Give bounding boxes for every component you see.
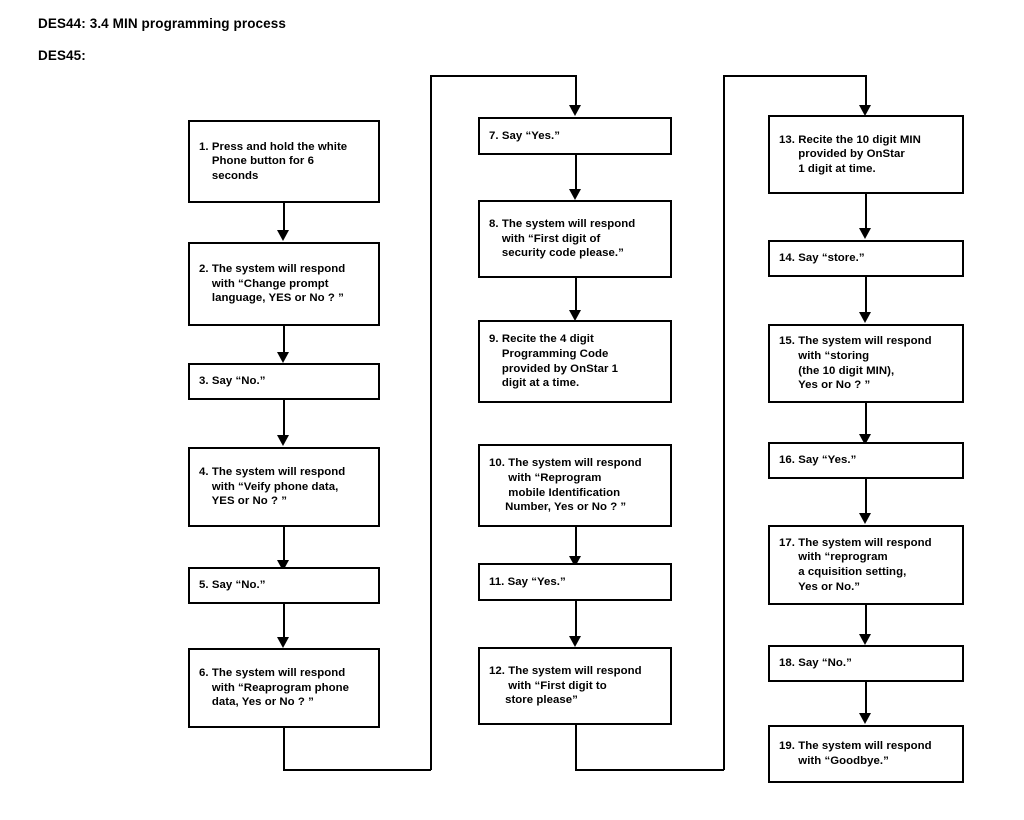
flow-node-5-label: 5. Say “No.” bbox=[199, 579, 266, 592]
arrowhead-11-to-12 bbox=[569, 636, 581, 647]
flow-node-11-label: 11. Say “Yes.” bbox=[489, 575, 566, 588]
arrowhead-12-to-13 bbox=[859, 105, 871, 116]
arrowhead-13-to-14 bbox=[859, 228, 871, 239]
arrowhead-6-to-7 bbox=[569, 105, 581, 116]
flow-node-3[interactable]: 3. Say “No.” bbox=[188, 363, 380, 400]
page-title-des44: DES44: 3.4 MIN programming process bbox=[38, 16, 286, 31]
flow-node-1-label: 1. Press and hold the white Phone button… bbox=[199, 140, 348, 182]
flow-node-15[interactable]: 15. The system will respond with “storin… bbox=[768, 324, 964, 403]
arrowhead-2-to-3 bbox=[277, 352, 289, 363]
connector-6-to-7-top bbox=[430, 75, 577, 77]
page-title-des45: DES45: bbox=[38, 48, 86, 63]
flow-node-11[interactable]: 11. Say “Yes.” bbox=[478, 563, 672, 601]
connector-5-to-6 bbox=[283, 604, 285, 642]
flow-node-3-label: 3. Say “No.” bbox=[199, 375, 266, 388]
flow-node-7-label: 7. Say “Yes.” bbox=[489, 129, 560, 142]
flow-node-18-label: 18. Say “No.” bbox=[779, 657, 852, 670]
arrowhead-16-to-17 bbox=[859, 513, 871, 524]
connector-12-to-13-enter bbox=[865, 75, 867, 108]
connector-12-to-13-up bbox=[723, 75, 725, 770]
flow-node-16[interactable]: 16. Say “Yes.” bbox=[768, 442, 964, 479]
flow-node-10[interactable]: 10. The system will respond with “Reprog… bbox=[478, 444, 672, 527]
connector-3-to-4 bbox=[283, 400, 285, 438]
flow-node-15-label: 15. The system will respond with “storin… bbox=[779, 335, 932, 392]
flow-node-19[interactable]: 19. The system will respond with “Goodby… bbox=[768, 725, 964, 783]
connector-2-to-3 bbox=[283, 326, 285, 356]
flow-node-12[interactable]: 12. The system will respond with “First … bbox=[478, 647, 672, 725]
flow-node-2-label: 2. The system will respond with “Change … bbox=[199, 263, 346, 305]
flow-node-17-label: 17. The system will respond with “reprog… bbox=[779, 536, 932, 593]
connector-13-to-14 bbox=[865, 194, 867, 232]
connector-12-to-13-down bbox=[575, 725, 577, 770]
flow-node-9-label: 9. Recite the 4 digit Programming Code p… bbox=[489, 333, 619, 390]
flow-node-6[interactable]: 6. The system will respond with “Reaprog… bbox=[188, 648, 380, 728]
connector-1-to-2 bbox=[283, 203, 285, 233]
flow-node-4-label: 4. The system will respond with “Veify p… bbox=[199, 466, 346, 508]
connector-6-to-7-up bbox=[430, 75, 432, 770]
flow-node-9[interactable]: 9. Recite the 4 digit Programming Code p… bbox=[478, 320, 672, 403]
flow-node-13-label: 13. Recite the 10 digit MIN provided by … bbox=[779, 133, 921, 175]
arrowhead-15-to-16 bbox=[859, 434, 871, 445]
flow-node-5[interactable]: 5. Say “No.” bbox=[188, 567, 380, 604]
connector-12-to-13-right bbox=[575, 769, 724, 771]
connector-14-to-15 bbox=[865, 277, 867, 315]
connector-17-to-18 bbox=[865, 605, 867, 639]
connector-11-to-12 bbox=[575, 601, 577, 641]
flow-node-13[interactable]: 13. Recite the 10 digit MIN provided by … bbox=[768, 115, 964, 194]
arrowhead-8-to-9 bbox=[569, 310, 581, 321]
arrowhead-7-to-8 bbox=[569, 189, 581, 200]
connector-4-to-5 bbox=[283, 527, 285, 565]
connector-7-to-8 bbox=[575, 155, 577, 193]
arrowhead-4-to-5 bbox=[277, 560, 289, 571]
flow-node-4[interactable]: 4. The system will respond with “Veify p… bbox=[188, 447, 380, 527]
flow-node-8-label: 8. The system will respond with “First d… bbox=[489, 218, 636, 260]
connector-10-to-11 bbox=[575, 527, 577, 561]
flow-node-10-label: 10. The system will respond with “Reprog… bbox=[489, 457, 642, 514]
connector-8-to-9 bbox=[575, 278, 577, 314]
flow-node-8[interactable]: 8. The system will respond with “First d… bbox=[478, 200, 672, 278]
flow-node-14-label: 14. Say “store.” bbox=[779, 252, 865, 265]
arrowhead-1-to-2 bbox=[277, 230, 289, 241]
arrowhead-18-to-19 bbox=[859, 713, 871, 724]
flow-node-17[interactable]: 17. The system will respond with “reprog… bbox=[768, 525, 964, 605]
connector-15-to-16 bbox=[865, 403, 867, 439]
flow-node-19-label: 19. The system will respond with “Goodby… bbox=[779, 740, 932, 767]
arrowhead-5-to-6 bbox=[277, 637, 289, 648]
arrowhead-3-to-4 bbox=[277, 435, 289, 446]
connector-12-to-13-top bbox=[723, 75, 867, 77]
connector-16-to-17 bbox=[865, 479, 867, 518]
flow-node-16-label: 16. Say “Yes.” bbox=[779, 454, 857, 467]
flow-node-7[interactable]: 7. Say “Yes.” bbox=[478, 117, 672, 155]
flow-node-18[interactable]: 18. Say “No.” bbox=[768, 645, 964, 682]
arrowhead-10-to-11 bbox=[569, 556, 581, 567]
connector-6-to-7-down bbox=[283, 728, 285, 770]
flow-node-12-label: 12. The system will respond with “First … bbox=[489, 665, 642, 707]
connector-6-to-7-right bbox=[283, 769, 431, 771]
arrowhead-17-to-18 bbox=[859, 634, 871, 645]
flow-node-14[interactable]: 14. Say “store.” bbox=[768, 240, 964, 277]
flow-node-2[interactable]: 2. The system will respond with “Change … bbox=[188, 242, 380, 326]
arrowhead-14-to-15 bbox=[859, 312, 871, 323]
connector-6-to-7-enter bbox=[575, 75, 577, 108]
connector-18-to-19 bbox=[865, 682, 867, 718]
flow-node-6-label: 6. The system will respond with “Reaprog… bbox=[199, 667, 350, 709]
flow-node-1[interactable]: 1. Press and hold the white Phone button… bbox=[188, 120, 380, 203]
